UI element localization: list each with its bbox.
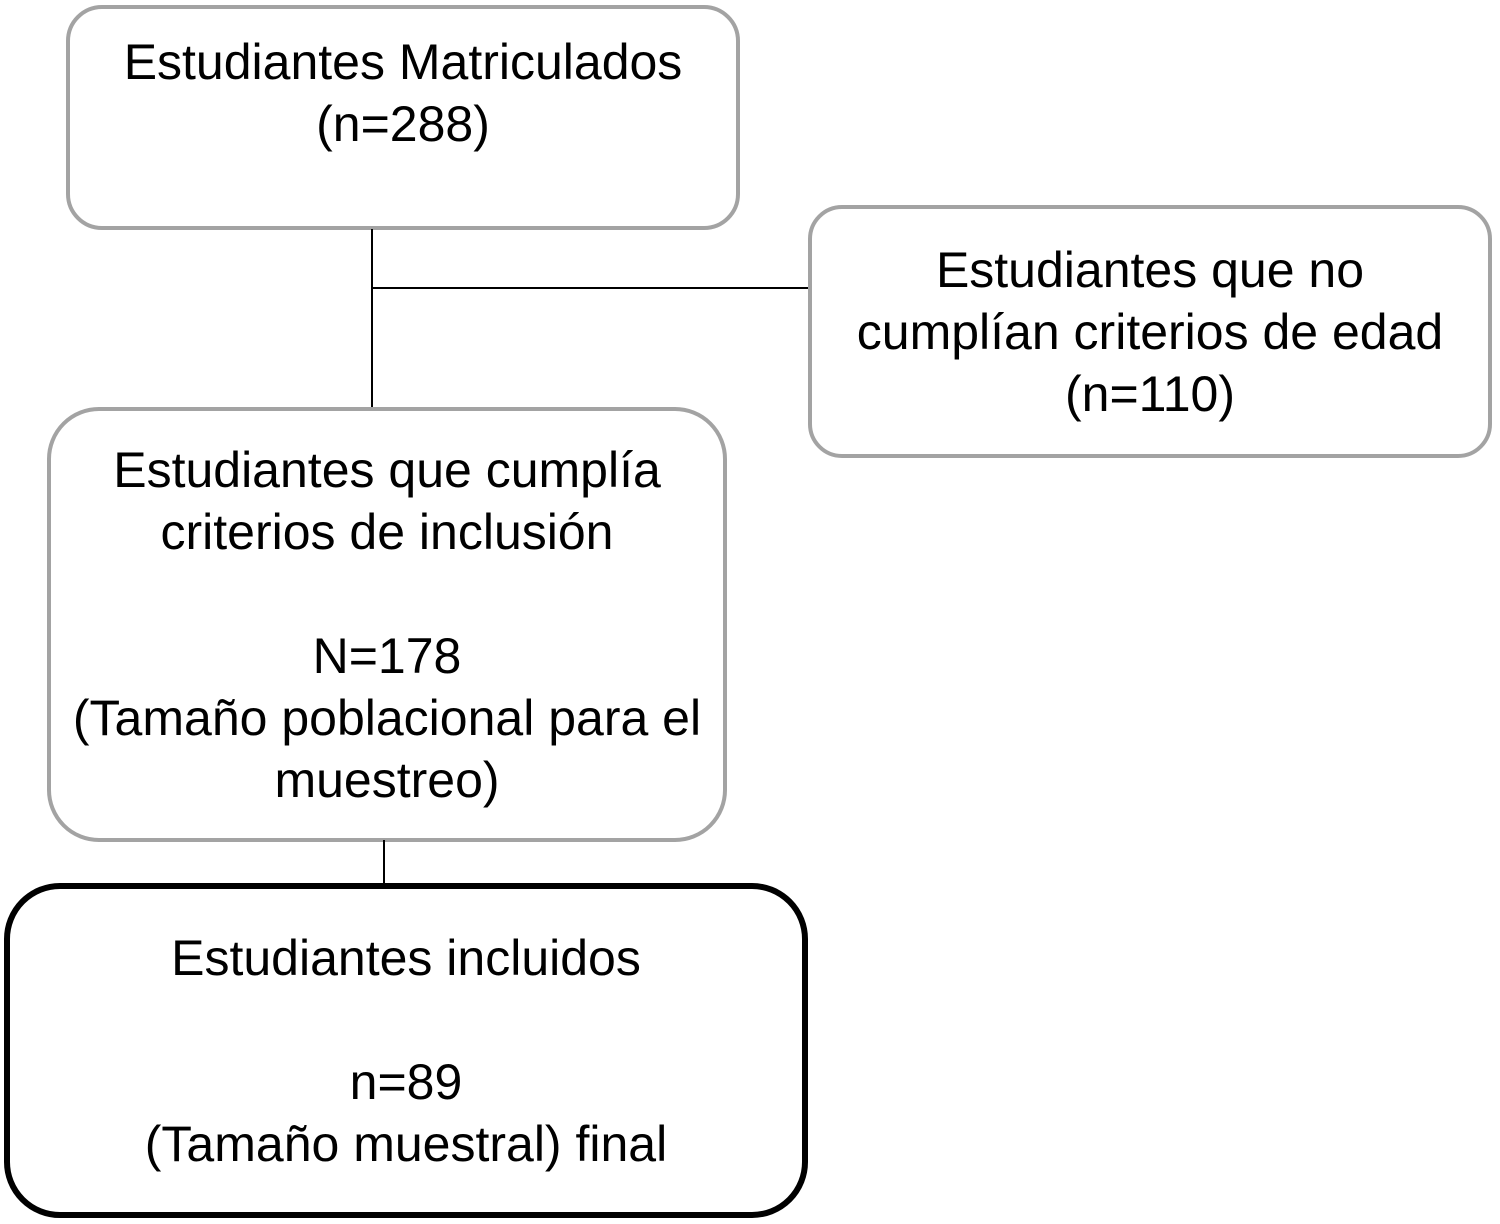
- box-included-final: Estudiantes incluidos n=89 (Tamaño muest…: [4, 883, 808, 1218]
- box-enrolled-students: Estudiantes Matriculados (n=288): [66, 5, 740, 230]
- box-excluded-age-criteria-text: Estudiantes que no cumplían criterios de…: [856, 241, 1444, 422]
- connector-inclusion-to-included: [383, 840, 385, 885]
- connector-branch-to-excluded: [371, 287, 808, 289]
- connector-enrolled-to-inclusion: [371, 229, 373, 409]
- box-enrolled-students-text: Estudiantes Matriculados (n=288): [123, 34, 683, 152]
- box-excluded-age-criteria: Estudiantes que no cumplían criterios de…: [808, 205, 1492, 458]
- box-inclusion-criteria: Estudiantes que cumplía criterios de inc…: [47, 407, 727, 842]
- box-inclusion-criteria-text: Estudiantes que cumplía criterios de inc…: [72, 441, 702, 808]
- box-included-final-text: Estudiantes incluidos n=89 (Tamaño muest…: [144, 929, 668, 1172]
